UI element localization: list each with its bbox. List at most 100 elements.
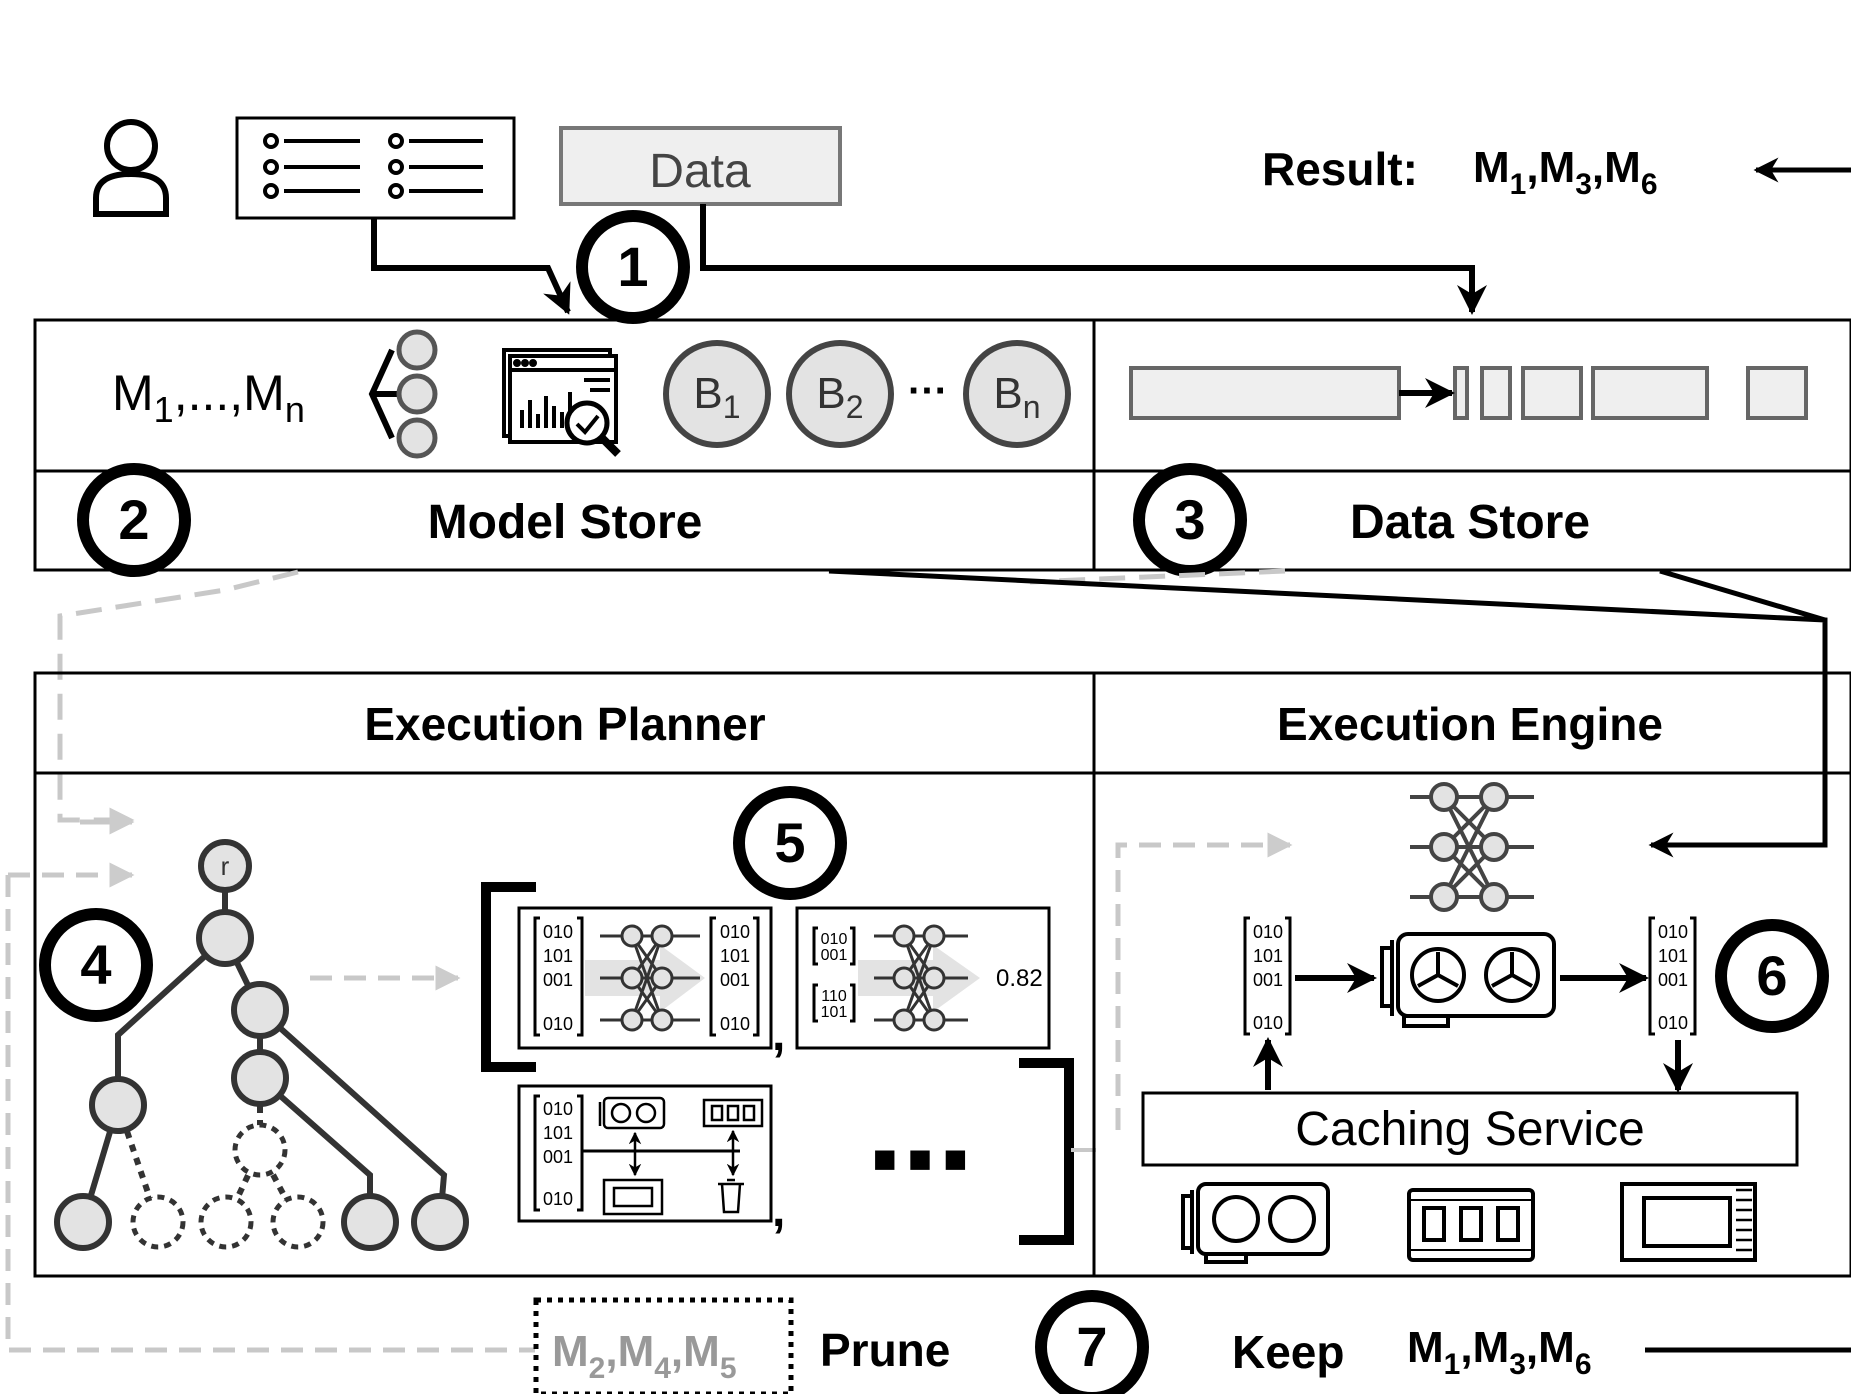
step-1-badge: 1	[576, 210, 690, 324]
svg-text:010: 010	[720, 922, 750, 942]
bundle-ellipsis: ···	[908, 369, 948, 413]
plans-close-bracket	[1019, 1058, 1074, 1245]
svg-text:Bn: Bn	[993, 369, 1040, 425]
model-range-label: M1,...,Mn	[112, 365, 305, 430]
svg-text:B2: B2	[816, 369, 863, 425]
plan-card-caching: 010 101 001 010	[517, 1084, 773, 1223]
list-icon	[263, 133, 483, 199]
step-5-badge: 5	[733, 786, 847, 900]
svg-text:010: 010	[821, 931, 848, 948]
data-store-to-engine-arrow	[1659, 568, 1826, 623]
ssd-storage-icon	[1620, 1182, 1757, 1262]
input-tensor-icon: 010 101 001 010	[1243, 916, 1292, 1036]
svg-text:6: 6	[1756, 944, 1787, 1007]
result-label: Result:	[1262, 143, 1418, 195]
svg-text:010: 010	[1658, 922, 1688, 942]
svg-text:010: 010	[1658, 1013, 1688, 1033]
plan-to-engine-dashed	[1115, 832, 1293, 1130]
user-icon	[93, 119, 169, 217]
model-network-icon	[1410, 782, 1534, 912]
step-3-badge: 3	[1133, 463, 1247, 577]
step-4-badge: 4	[39, 908, 153, 1022]
ram-icon-small	[702, 1098, 764, 1128]
analytics-dashboard-icon	[502, 348, 621, 457]
svg-text:001: 001	[543, 970, 573, 990]
data-store-panel: Data Store 3	[1092, 318, 1851, 577]
more-plans-ellipsis: ■ ■ ■	[873, 1137, 968, 1181]
plan-separator-1: ,	[772, 1008, 785, 1061]
execution-engine-panel: Execution Engine 010 101 001 010 010	[1092, 671, 1851, 1278]
keep-label: Keep	[1232, 1326, 1344, 1378]
root-node-label: r	[221, 851, 230, 881]
trash-icon	[718, 1178, 744, 1214]
svg-text:001: 001	[1253, 970, 1283, 990]
matrix-icon: 010 101 001 010	[533, 1094, 584, 1212]
svg-text:101: 101	[821, 1004, 848, 1021]
svg-text:001: 001	[720, 970, 750, 990]
data-label: Data	[649, 145, 751, 198]
gpu-storage-icon	[1181, 1182, 1330, 1264]
gpu-icon	[1380, 932, 1556, 1028]
prune-feedback-dashed	[5, 875, 535, 1353]
svg-text:101: 101	[543, 946, 573, 966]
model-store-title: Model Store	[428, 496, 703, 549]
kept-models: M1,M3,M6	[1407, 1323, 1592, 1381]
svg-text:110: 110	[821, 988, 847, 1005]
matrix-small-a-icon: 010 001	[812, 926, 856, 966]
svg-text:2: 2	[118, 488, 149, 551]
data-store-dashed-link	[1029, 568, 1286, 585]
network-icon	[874, 924, 968, 1032]
execution-planner-title: Execution Planner	[364, 698, 765, 750]
plans-open-bracket	[481, 882, 536, 1072]
svg-text:5: 5	[774, 811, 805, 874]
ram-storage-icon	[1407, 1188, 1535, 1262]
svg-text:101: 101	[543, 1123, 573, 1143]
pruned-models: M2,M4,M5	[552, 1327, 737, 1385]
svg-text:001: 001	[543, 1147, 573, 1167]
data-to-store-arrow	[700, 204, 1487, 315]
execution-engine-title: Execution Engine	[1277, 698, 1663, 750]
model-store-panel: Model Store M1,...,Mn B1 B2 ···	[33, 318, 1096, 577]
svg-text:101: 101	[1658, 946, 1688, 966]
output-tensor-icon: 010 101 001 010	[1648, 916, 1697, 1036]
svg-text:010: 010	[543, 922, 573, 942]
models-to-store-arrow	[371, 218, 571, 315]
prune-label: Prune	[820, 1324, 950, 1376]
svg-text:101: 101	[720, 946, 750, 966]
step-2-badge: 2	[77, 463, 191, 577]
model-store-to-engine-arrow	[828, 568, 1828, 858]
plan-card-evaluation: 010 001 110 101 0.82	[795, 906, 1051, 1050]
svg-text:010: 010	[1253, 922, 1283, 942]
svg-text:010: 010	[1253, 1013, 1283, 1033]
result-models: M1,M3,M6	[1473, 143, 1658, 201]
step-6-badge: 6	[1715, 919, 1829, 1033]
svg-text:1: 1	[617, 235, 648, 298]
plan-separator-2: ,	[772, 1184, 785, 1237]
data-input-box: Data	[559, 126, 842, 206]
bundle-bn: Bn	[963, 340, 1071, 448]
svg-text:3: 3	[1174, 488, 1205, 551]
plan-card-inference: 010 101 001 010 010 101 001 010	[517, 906, 773, 1050]
matrix-small-b-icon: 110 101	[812, 983, 856, 1023]
data-store-title: Data Store	[1350, 496, 1590, 549]
data-partition-icon	[1129, 366, 1808, 420]
matrix-in-icon: 010 101 001 010	[533, 916, 584, 1037]
model-list-card	[235, 116, 516, 220]
svg-text:010: 010	[543, 1099, 573, 1119]
gpu-icon-small	[598, 1096, 666, 1130]
svg-text:101: 101	[1253, 946, 1283, 966]
result-output: Result: M1,M3,M6	[1262, 143, 1851, 201]
model-branch-icon	[368, 329, 438, 459]
execution-planner-panel: Execution Planner	[8, 671, 1096, 1278]
step-7-badge: 7	[1035, 1290, 1149, 1394]
ssd-icon-small	[602, 1178, 664, 1216]
svg-text:B1: B1	[693, 369, 740, 425]
matrix-out-icon: 010 101 001 010	[709, 916, 760, 1037]
svg-text:010: 010	[543, 1014, 573, 1034]
plan-score: 0.82	[996, 965, 1043, 992]
caching-service-box: Caching Service	[1141, 1091, 1799, 1167]
plan-search-tree: r	[54, 839, 469, 1251]
model-store-to-planner-dashed	[57, 569, 299, 833]
bundle-b2: B2	[786, 340, 894, 448]
